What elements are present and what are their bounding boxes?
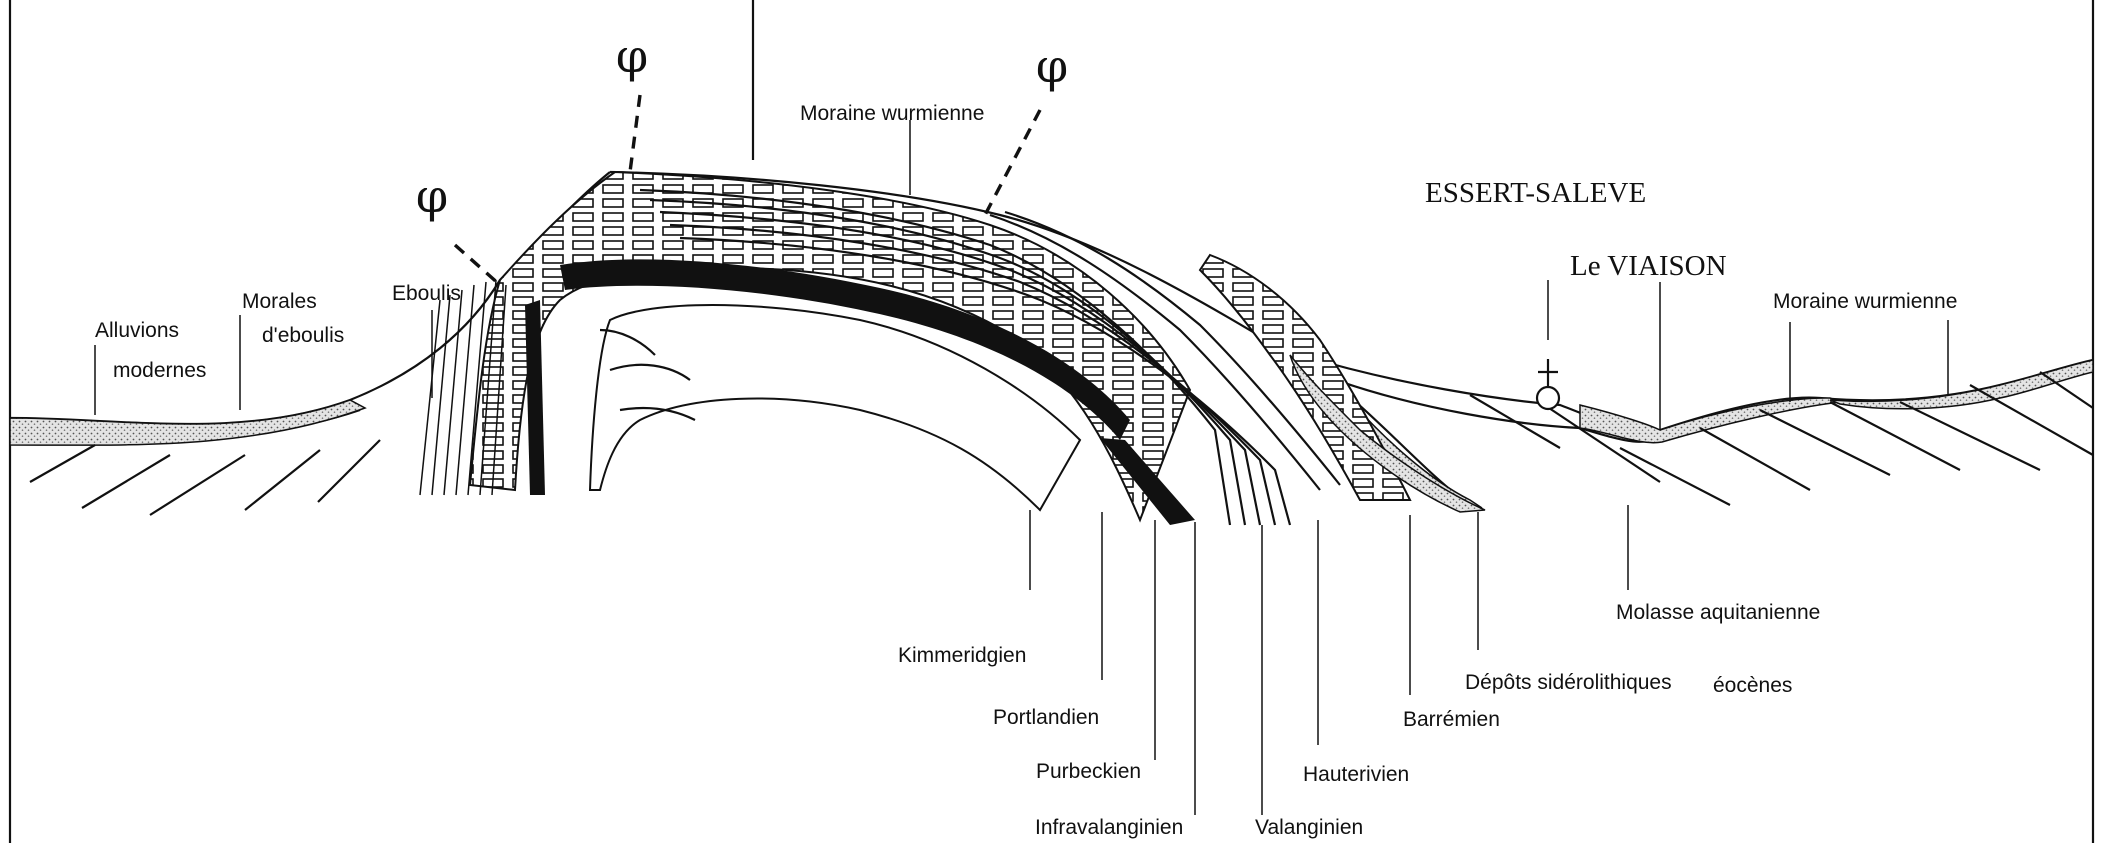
label-moraine-right: Moraine wurmienne xyxy=(1773,290,1957,313)
label-eocenes: éocènes xyxy=(1713,674,1792,697)
label-kimmeridgien: Kimmeridgien xyxy=(898,644,1026,667)
anticline-body xyxy=(470,172,1195,525)
fault-symbol-left: φ xyxy=(416,169,448,223)
label-molasse: Molasse aquitanienne xyxy=(1616,601,1820,624)
label-barremien: Barrémien xyxy=(1403,708,1500,731)
place-essert-saleve: ESSERT-SALEVE xyxy=(1425,177,1646,209)
place-le-viaison: Le VIAISON xyxy=(1570,250,1727,282)
label-infravalanginien: Infravalanginien xyxy=(1035,816,1183,839)
fault-symbol-top: φ xyxy=(616,29,648,83)
label-eboulis: Eboulis xyxy=(392,282,461,305)
label-hauterivien: Hauterivien xyxy=(1303,763,1409,786)
fault-symbol-right: φ xyxy=(1036,39,1068,93)
church-icon xyxy=(1537,359,1559,409)
label-purbeckien: Purbeckien xyxy=(1036,760,1141,783)
label-morales: Morales xyxy=(242,290,317,313)
label-moraine-top: Moraine wurmienne xyxy=(800,102,984,125)
label-deboulis: d'eboulis xyxy=(262,324,344,347)
label-modernes: modernes xyxy=(113,359,206,382)
label-depots: Dépôts sidérolithiques xyxy=(1465,671,1672,694)
label-portlandien: Portlandien xyxy=(993,706,1099,729)
label-alluvions: Alluvions xyxy=(95,319,179,342)
label-valanginien: Valanginien xyxy=(1255,816,1363,839)
